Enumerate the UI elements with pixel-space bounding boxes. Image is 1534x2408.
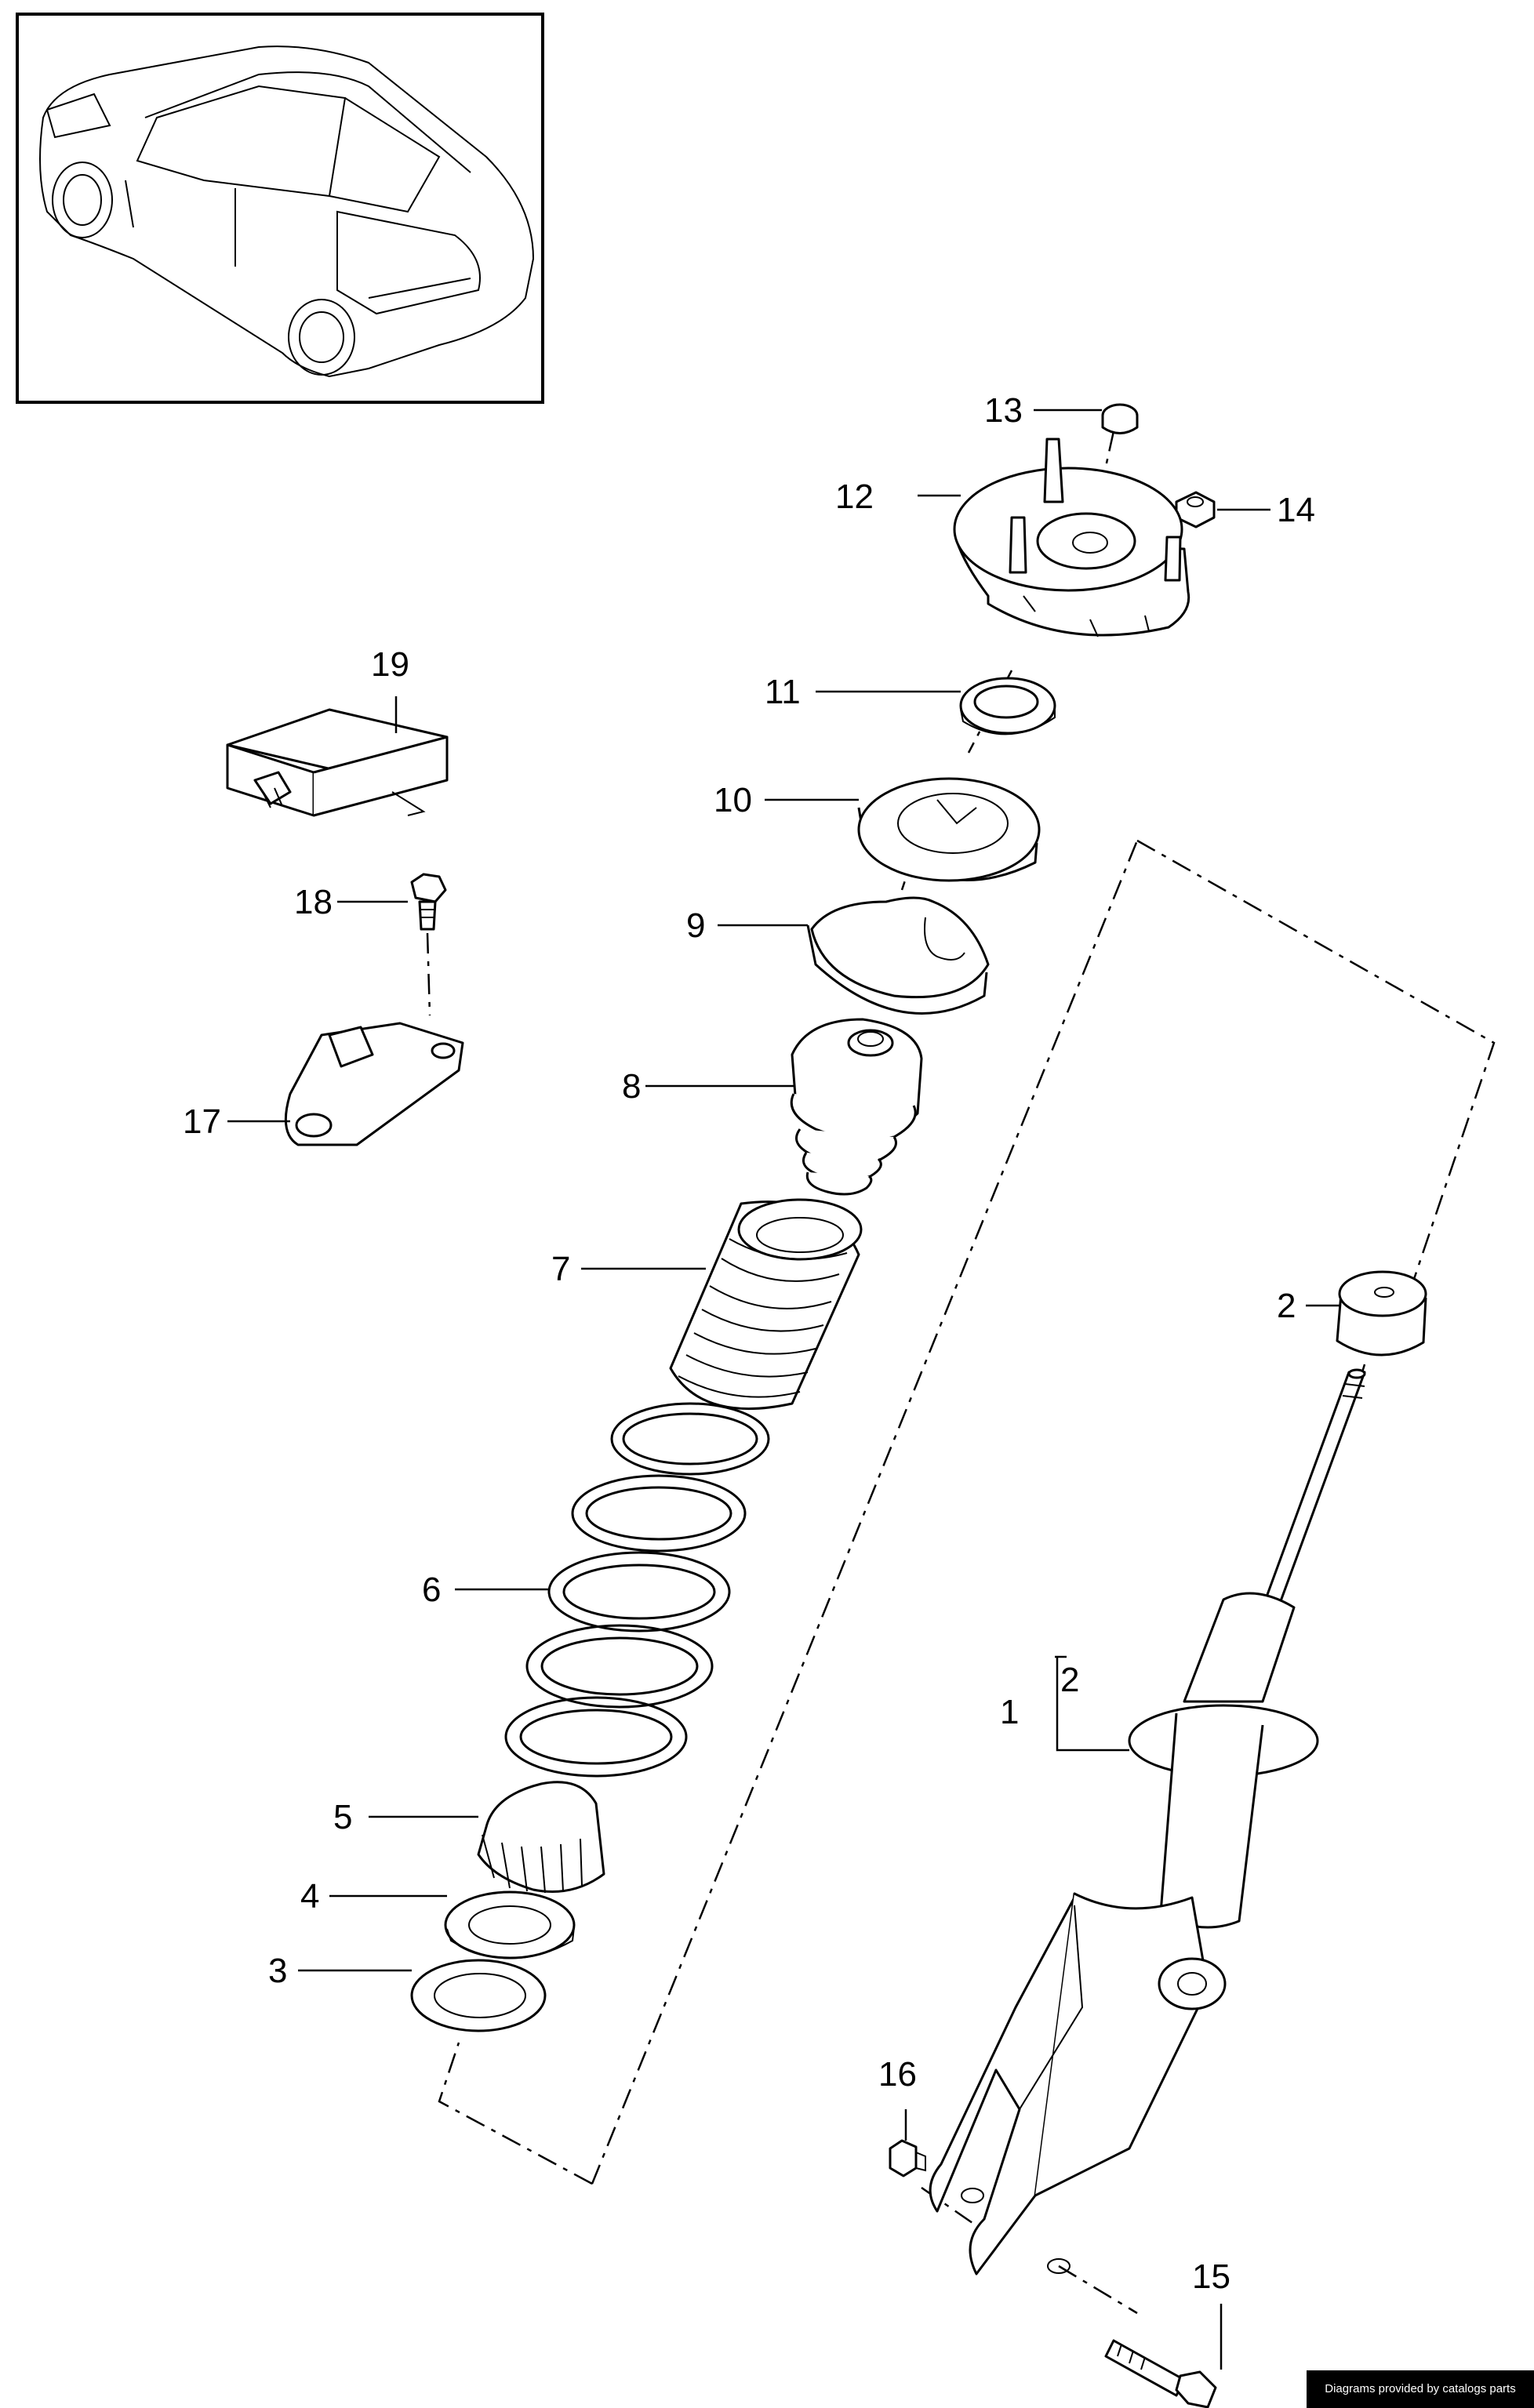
- callout-4: 4: [300, 1877, 319, 1916]
- callout-14: 14: [1277, 491, 1315, 529]
- credit-badge: Diagrams provided by catalogs parts: [1307, 2370, 1534, 2408]
- callout-8: 8: [622, 1067, 641, 1106]
- part-13-nut: [1101, 403, 1139, 434]
- lower-bolt-axis: [921, 2186, 1138, 2315]
- part-8-bump-stop: [790, 1018, 923, 1196]
- leader-lines: [227, 409, 1340, 2370]
- callout-6: 6: [422, 1571, 441, 1609]
- part-15-bolt: [1104, 2339, 1217, 2408]
- part-3-isolator: [410, 1959, 547, 2032]
- bolt-axis-line: [426, 932, 431, 1016]
- callout-11: 11: [765, 673, 801, 711]
- part-16-nut: [889, 2139, 926, 2177]
- callout-1: 1: [1000, 1693, 1019, 1731]
- callout-15: 15: [1192, 2257, 1230, 2296]
- callout-2: 2: [1277, 1287, 1296, 1325]
- callout-3: 3: [268, 1952, 287, 1990]
- assembly-outline: [438, 839, 1496, 2185]
- callout-9: 9: [686, 906, 705, 945]
- part-11-ring: [959, 677, 1056, 735]
- callout-19: 19: [371, 645, 409, 684]
- part-1-shock-absorber: [929, 1368, 1366, 2275]
- callout-18: 18: [294, 883, 333, 921]
- part-17-sensor: [284, 1022, 464, 1146]
- callout-13: 13: [984, 391, 1023, 430]
- part-10-spring-seat: [857, 777, 1041, 882]
- vehicle-thumbnail: [16, 13, 544, 404]
- part-5-lower-seat: [477, 1781, 605, 1894]
- part-7-bellows: [669, 1198, 863, 1411]
- part-19-control-unit: [226, 708, 449, 817]
- part-4-washer: [444, 1890, 576, 1959]
- callout-17: 17: [183, 1102, 221, 1141]
- part-6-coil-spring: [504, 1402, 770, 1778]
- callout-10: 10: [714, 781, 752, 819]
- part-18-bolt: [410, 873, 447, 931]
- callout-12: 12: [835, 478, 874, 516]
- part-2-bushing: [1336, 1270, 1427, 1357]
- part-9-seat-pad: [806, 896, 990, 1015]
- callout-7: 7: [551, 1250, 570, 1288]
- callout-1-sub-2: 2: [1060, 1661, 1079, 1699]
- part-12-strut-mount: [953, 438, 1190, 637]
- callout-16: 16: [878, 2055, 917, 2094]
- callout-5: 5: [333, 1798, 352, 1836]
